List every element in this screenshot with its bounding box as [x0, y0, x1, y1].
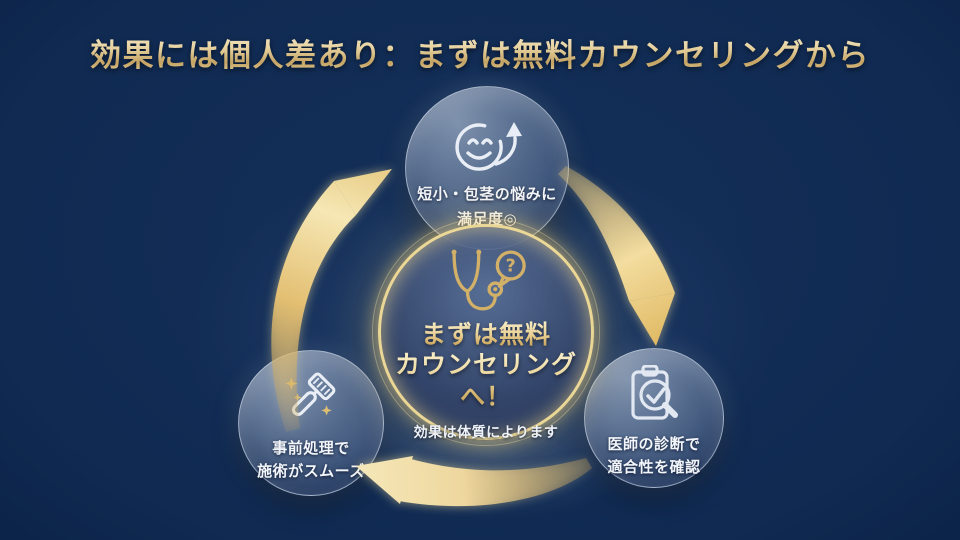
node-label-line2: 施術がスムーズ — [257, 462, 365, 481]
center-heading-line2: カウンセリングへ！ — [381, 349, 591, 413]
page-title: 効果には個人差あり：まずは無料カウンセリングから — [0, 30, 960, 75]
node-diagnosis: 医師の診断で 適合性を確認 — [584, 348, 724, 488]
node-label-line2: 満足度◎ — [456, 210, 518, 229]
center-heading-line1: まずは無料 — [420, 320, 551, 349]
node-label-line1: 短小・包茎の悩みに — [417, 185, 557, 203]
node-label-line1: 事前処理で — [272, 439, 350, 457]
question-mark: ? — [506, 257, 516, 277]
node-satisfaction: 短小・包茎の悩みに 満足度◎ — [405, 86, 569, 250]
smiley-growth-icon — [452, 111, 522, 177]
center-node: ? まずは無料 カウンセリングへ！ 効果は体質によります — [372, 218, 600, 446]
razor-icon — [281, 369, 341, 433]
stethoscope-question-icon: ? — [442, 247, 530, 319]
arrow-bottom-left-icon — [356, 456, 592, 507]
clipboard-check-icon — [625, 364, 683, 429]
node-preparation: 事前処理で 施術がスムーズ — [238, 350, 384, 496]
center-note: 効果は体質によります — [413, 425, 559, 441]
node-label-line2: 適合性を確認 — [607, 458, 701, 477]
node-label-line1: 医師の診断で — [607, 435, 701, 453]
